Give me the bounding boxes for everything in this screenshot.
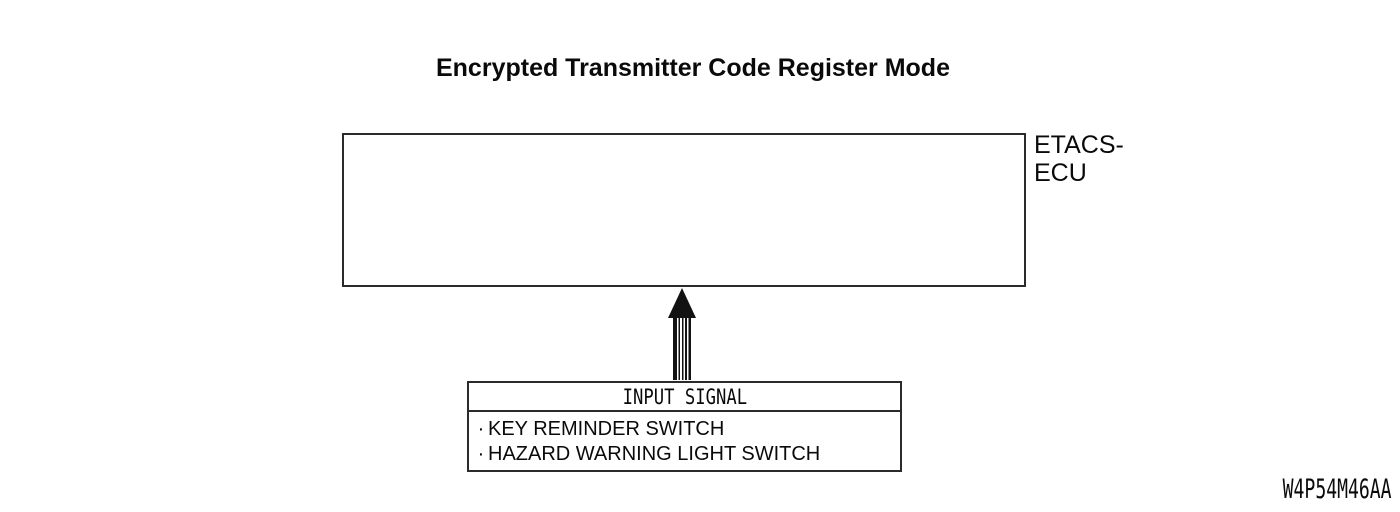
input-signal-item-label: KEY REMINDER SWITCH — [488, 418, 725, 440]
up-arrow-striped-shaft — [673, 318, 691, 380]
input-signal-item-label: HAZARD WARNING LIGHT SWITCH — [488, 443, 821, 465]
bullet-icon: · — [477, 418, 485, 440]
bullet-icon: · — [477, 443, 485, 465]
list-item: · KEY REMINDER SWITCH — [474, 417, 896, 442]
etacs-ecu-label: ETACS- ECU — [1034, 131, 1124, 187]
up-arrow-icon — [668, 288, 696, 318]
input-signal-list: · KEY REMINDER SWITCH · HAZARD WARNING L… — [469, 412, 900, 470]
input-signal-box: INPUT SIGNAL · KEY REMINDER SWITCH · HAZ… — [467, 381, 902, 472]
etacs-ecu-label-line2: ECU — [1034, 158, 1087, 187]
page-title: Encrypted Transmitter Code Register Mode — [435, 54, 950, 82]
list-item: · HAZARD WARNING LIGHT SWITCH — [474, 442, 896, 467]
input-signal-header: INPUT SIGNAL — [469, 383, 900, 412]
etacs-ecu-box — [342, 133, 1026, 287]
figure-code: W4P54M46AA — [1283, 474, 1392, 505]
input-signal-header-label: INPUT SIGNAL — [622, 384, 747, 409]
etacs-ecu-label-line1: ETACS- — [1034, 131, 1124, 159]
